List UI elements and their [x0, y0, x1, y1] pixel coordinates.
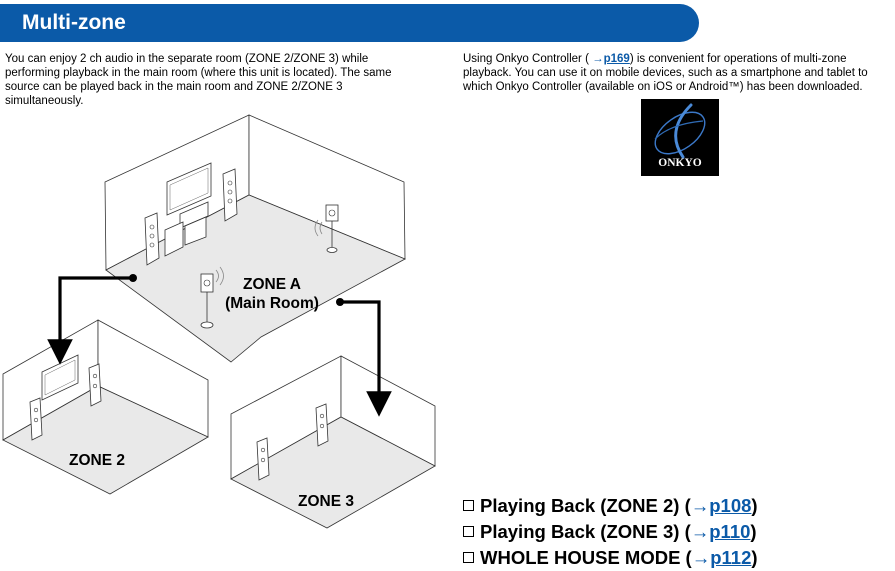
front-right-speaker-icon [222, 168, 238, 222]
related-link-item: WHOLE HOUSE MODE ( →p112) [463, 545, 758, 571]
related-links-list: Playing Back (ZONE 2) ( →p108) Playing B… [463, 493, 758, 571]
intro-right-paragraph: Using Onkyo Controller ( →p169) is conve… [463, 52, 893, 94]
related-link-label: WHOLE HOUSE MODE ( [480, 547, 692, 568]
arrow-right-icon: → [592, 53, 604, 65]
zone-3-room: ZONE 3 [230, 355, 436, 529]
wireless-speaker-icon [314, 204, 339, 253]
related-link-item: Playing Back (ZONE 3) ( →p110) [463, 519, 758, 545]
zone-3-connection-arrow [336, 298, 392, 417]
related-link-close: ) [751, 495, 758, 516]
intro-left-paragraph: You can enjoy 2 ch audio in the separate… [5, 53, 392, 107]
related-link-close: ) [750, 521, 757, 542]
checkbox-icon [463, 525, 474, 537]
multi-zone-diagram: ZONE A (Main Room) ZONE 2 [2, 114, 436, 529]
front-left-speaker-icon [144, 212, 160, 266]
intro-right-before: Using Onkyo Controller ( [463, 53, 593, 65]
zone-2-room: ZONE 2 [2, 319, 209, 495]
related-link-close: ) [751, 547, 758, 568]
link-p112[interactable]: p112 [710, 547, 752, 568]
onkyo-logo-text: ONKYO [658, 157, 702, 169]
zone-a-label: ZONE A [243, 276, 301, 293]
zone-2-speaker-right-icon [88, 363, 102, 407]
zone-2-speaker-left-icon [29, 397, 43, 441]
checkbox-icon [463, 551, 474, 563]
subwoofer-icon [164, 221, 184, 257]
arrow-right-icon: → [690, 495, 710, 516]
checkbox-icon [463, 499, 474, 511]
zone-3-speaker-right-icon [315, 403, 329, 447]
link-p108[interactable]: p108 [709, 495, 752, 516]
related-link-label: Playing Back (ZONE 2) ( [480, 495, 691, 516]
zone-3-label: ZONE 3 [298, 493, 354, 510]
arrow-right-icon: → [690, 521, 710, 542]
onkyo-controller-logo[interactable]: ONKYO [641, 99, 719, 176]
arrow-right-icon: → [691, 547, 711, 568]
related-link-label: Playing Back (ZONE 3) ( [480, 521, 691, 542]
zone-a-sublabel: (Main Room) [225, 295, 319, 312]
link-p110[interactable]: p110 [709, 521, 751, 542]
zone-3-speaker-left-icon [256, 437, 270, 481]
link-p169[interactable]: p169 [603, 53, 630, 65]
section-header-bar: Multi-zone [0, 4, 699, 42]
onkyo-swoosh-icon: ONKYO [641, 99, 719, 176]
section-title: Multi-zone [22, 11, 126, 34]
zone-a-room: ZONE A (Main Room) [104, 114, 406, 363]
related-link-item: Playing Back (ZONE 2) ( →p108) [463, 493, 758, 519]
zone-2-connection-arrow [47, 274, 137, 365]
intro-right-after: ) is convenient for operations of multi-… [463, 53, 868, 93]
zone-2-label: ZONE 2 [69, 452, 125, 469]
wireless-speaker-center-icon [200, 266, 224, 329]
